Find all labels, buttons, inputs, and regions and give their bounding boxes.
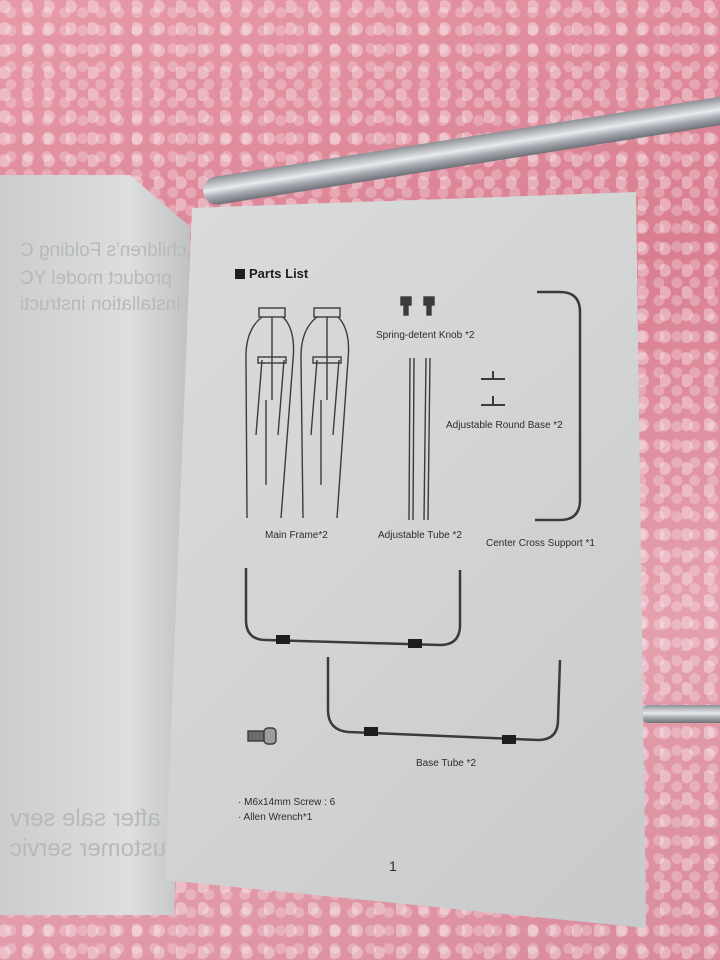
accessory-wrench: · Allen Wrench*1 — [238, 812, 313, 823]
label-center-support: Center Cross Support *1 — [486, 538, 595, 549]
center-support-drawing — [535, 290, 582, 522]
label-adjustable-tube: Adjustable Tube *2 — [378, 530, 462, 541]
page-number: 1 — [389, 858, 397, 874]
screw-drawing — [247, 727, 277, 745]
spring-knob-drawing — [400, 296, 435, 316]
accessory-screw: · M6x14mm Screw : 6 — [238, 797, 336, 808]
page-heading: Parts List — [235, 266, 308, 281]
metal-tube — [640, 705, 720, 723]
label-spring-knob: Spring-detent Knob *2 — [376, 330, 475, 341]
label-main-frame: Main Frame*2 — [265, 530, 328, 541]
main-frame-drawing — [245, 307, 350, 519]
round-base-drawing — [481, 371, 505, 406]
base-tube-drawing — [244, 568, 562, 742]
label-round-base: Adjustable Round Base *2 — [446, 420, 563, 431]
left-page — [0, 175, 190, 915]
label-base-tube: Base Tube *2 — [416, 758, 477, 769]
adjustable-tube-drawing — [408, 357, 431, 521]
tube-connectors — [276, 635, 516, 744]
